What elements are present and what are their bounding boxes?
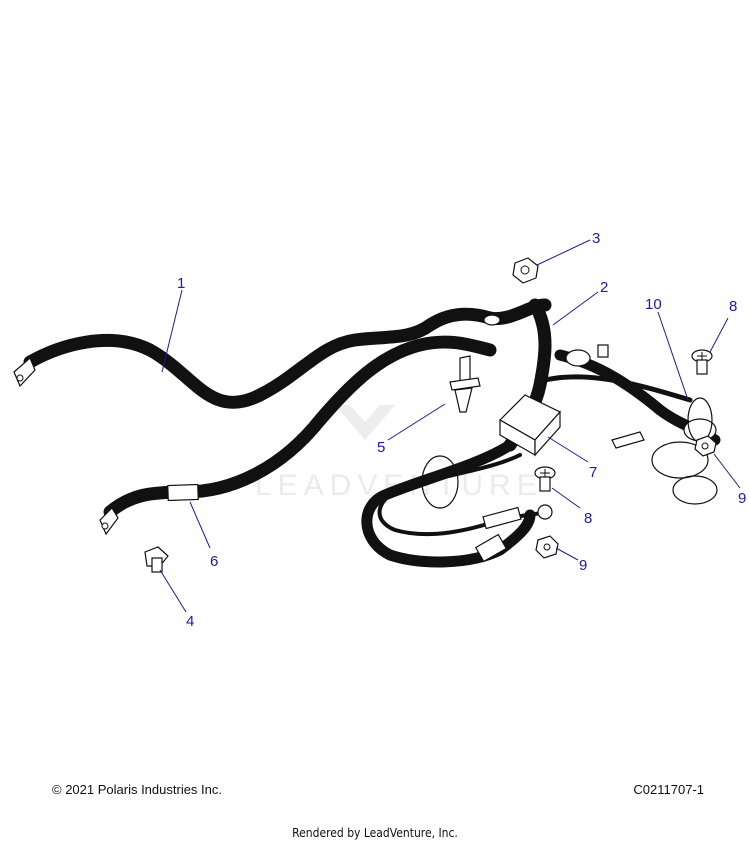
screw-8-lower [534,466,556,492]
bolt-4 [144,546,169,573]
callout-7: 7 [589,464,597,481]
callout-4: 4 [186,613,194,630]
callout-10: 10 [645,296,662,313]
callout-5: 5 [377,439,385,456]
fuse-holder-7 [499,369,561,457]
cable-6 [99,335,497,536]
callout-6: 6 [210,553,218,570]
nut-9-lower [535,535,559,559]
screw-8-upper [691,349,713,375]
callout-3: 3 [592,230,600,247]
callout-2: 2 [600,279,608,296]
callout-9-lower: 9 [579,557,587,574]
callout-numbers: 1 2 3 4 5 6 7 8 8 9 9 10 [177,230,746,630]
rendered-by-text: Rendered by LeadVenture, Inc. [292,826,458,840]
push-pin-5 [449,355,481,413]
copyright-text: © 2021 Polaris Industries Inc. [52,782,222,797]
callout-8-lower: 8 [584,510,592,527]
callout-9-right: 9 [738,490,746,507]
nut-3 [512,257,539,284]
cable-1 [13,298,552,409]
figure-id: C0211707-1 [633,782,704,797]
leader-lines [159,239,741,613]
callout-1: 1 [177,275,185,292]
nut-9-right [694,435,717,457]
callout-8-upper: 8 [729,298,737,315]
